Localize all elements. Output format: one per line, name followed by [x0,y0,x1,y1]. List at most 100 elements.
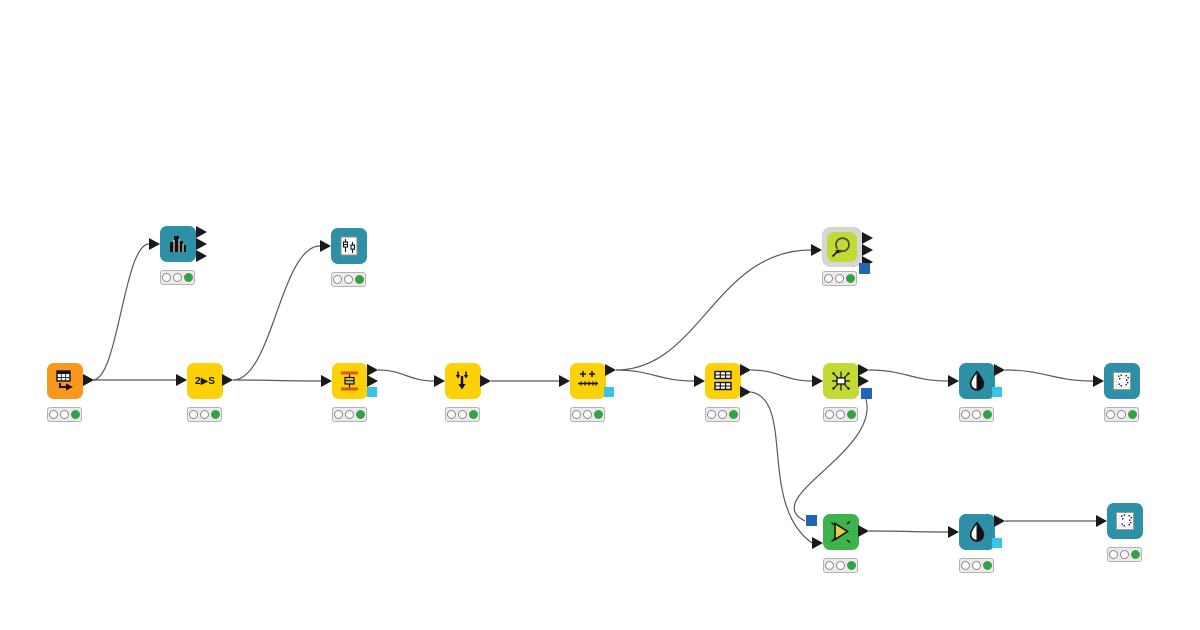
status-led-red-number-to-string [189,410,198,419]
traffic-light-partitioning [705,407,740,422]
node-box-plot[interactable] [331,228,367,264]
connection-wire-partitioning-to-mlp-predictor[interactable] [750,391,813,544]
cluster-circle-arrow-icon [831,237,850,258]
status-led-yellow-normalizer [583,410,592,419]
input-port-tri-numeric-outliers-0[interactable] [321,375,332,387]
output-port-tri-data-generator-0[interactable] [83,374,94,386]
traffic-light-missing-value [445,407,480,422]
connection-wire-mlp-learner-to-color-manager-1[interactable] [868,369,949,382]
output-port-tri-color-manager-2-1[interactable] [994,515,1005,527]
node-statistics[interactable] [160,226,196,262]
output-port-tri-missing-value-1[interactable] [480,375,491,387]
output-port-sq-color-manager-1-2[interactable] [992,387,1002,397]
input-port-tri-color-manager-2-0[interactable] [948,526,959,538]
table-arrow-icon [56,370,73,391]
color-droplet-icon [969,370,985,391]
output-port-tri-numeric-outliers-2[interactable] [367,375,378,387]
input-port-tri-color-manager-1-0[interactable] [948,375,959,387]
output-port-sq-k-means-4[interactable] [859,263,870,274]
connection-wire-data-generator-to-statistics[interactable] [92,243,150,381]
node-mlp-learner[interactable] [823,363,859,399]
node-partitioning[interactable] [705,363,741,399]
status-led-green-data-generator [71,410,80,419]
input-port-tri-mlp-predictor-1[interactable] [812,537,823,549]
traffic-light-k-means [822,271,857,286]
connection-wire-mlp-predictor-to-color-manager-2[interactable] [868,530,949,533]
input-port-tri-box-plot-0[interactable] [320,240,331,252]
output-port-tri-k-means-3[interactable] [862,256,873,268]
output-port-tri-color-manager-1-1[interactable] [994,364,1005,376]
down-arrows-icon [455,371,469,390]
input-port-tri-k-means-0[interactable] [811,244,822,256]
node-color-manager-1[interactable] [959,363,995,399]
output-port-sq-numeric-outliers-3[interactable] [367,387,377,397]
output-port-tri-mlp-predictor-2[interactable] [858,525,869,537]
output-port-sq-normalizer-2[interactable] [604,387,614,397]
status-led-green-box-plot [355,275,364,284]
output-port-sq-mlp-learner-3[interactable] [861,388,872,399]
connection-wire-mlp-learner-to-mlp-predictor-model[interactable] [793,398,868,522]
input-port-sq-mlp-predictor-0[interactable] [806,515,817,526]
node-label-number-to-string: 2▶S [195,375,215,387]
output-port-tri-numeric-outliers-1[interactable] [367,364,378,376]
traffic-light-scatter-plot-2 [1107,547,1142,562]
status-led-red-data-generator [49,410,58,419]
status-led-green-numeric-outliers [356,410,365,419]
node-scatter-plot-2[interactable] [1107,503,1143,539]
connection-wire-numeric-outliers-to-missing-value[interactable] [377,369,435,382]
connection-wire-normalizer-to-partitioning[interactable] [615,369,695,382]
status-led-red-normalizer [572,410,581,419]
input-port-tri-missing-value-0[interactable] [434,375,445,387]
output-port-tri-partitioning-1[interactable] [740,364,751,376]
output-port-tri-number-to-string-1[interactable] [222,374,233,386]
connection-wire-partitioning-to-mlp-learner[interactable] [750,369,813,382]
input-port-tri-scatter-plot-2-0[interactable] [1096,515,1107,527]
traffic-light-mlp-learner [823,407,858,422]
output-port-tri-statistics-1[interactable] [196,226,207,238]
node-color-manager-2[interactable] [959,514,995,550]
connection-wire-color-manager-1-to-scatter-plot-1[interactable] [1004,369,1094,382]
status-led-green-missing-value [469,410,478,419]
box-plot-icon [340,236,358,256]
status-led-green-mlp-predictor [847,561,856,570]
output-port-tri-k-means-1[interactable] [862,232,873,244]
input-port-tri-partitioning-0[interactable] [694,375,705,387]
connection-wire-number-to-string-to-box-plot[interactable] [232,245,321,381]
status-led-yellow-mlp-learner [836,410,845,419]
node-k-means[interactable] [827,232,857,262]
output-port-tri-k-means-2[interactable] [862,244,873,256]
output-port-sq-color-manager-2-2[interactable] [992,538,1002,548]
input-port-tri-statistics-0[interactable] [149,238,160,250]
node-normalizer[interactable] [570,363,606,399]
node-missing-value[interactable] [445,363,481,399]
output-port-tri-mlp-learner-2[interactable] [858,375,869,387]
status-led-yellow-missing-value [458,410,467,419]
status-led-yellow-scatter-plot-2 [1120,550,1129,559]
node-numeric-outliers[interactable] [332,363,368,399]
status-led-red-k-means [824,274,833,283]
output-port-tri-statistics-3[interactable] [196,250,207,262]
status-led-yellow-numeric-outliers [345,410,354,419]
status-led-yellow-number-to-string [200,410,209,419]
status-led-yellow-partitioning [718,410,727,419]
input-port-tri-normalizer-0[interactable] [559,375,570,387]
connection-wire-number-to-string-to-numeric-outliers[interactable] [232,379,322,382]
input-port-tri-scatter-plot-1-0[interactable] [1093,375,1104,387]
status-led-green-scatter-plot-1 [1128,410,1137,419]
node-data-generator[interactable] [47,363,83,399]
node-mlp-predictor[interactable] [823,514,859,550]
output-port-tri-normalizer-1[interactable] [605,364,616,376]
node-scatter-plot-1[interactable] [1104,363,1140,399]
input-port-tri-number-to-string-0[interactable] [176,374,187,386]
output-port-tri-statistics-2[interactable] [196,238,207,250]
output-port-tri-mlp-learner-1[interactable] [858,364,869,376]
status-led-red-partitioning [707,410,716,419]
status-led-green-statistics [184,273,193,282]
scatter-plot-icon [1116,512,1134,530]
output-port-tri-partitioning-2[interactable] [740,386,751,398]
status-led-red-numeric-outliers [334,410,343,419]
input-port-tri-mlp-learner-0[interactable] [812,375,823,387]
connection-wire-normalizer-to-k-means[interactable] [615,249,812,371]
node-number-to-string[interactable]: 2▶S [187,363,223,399]
